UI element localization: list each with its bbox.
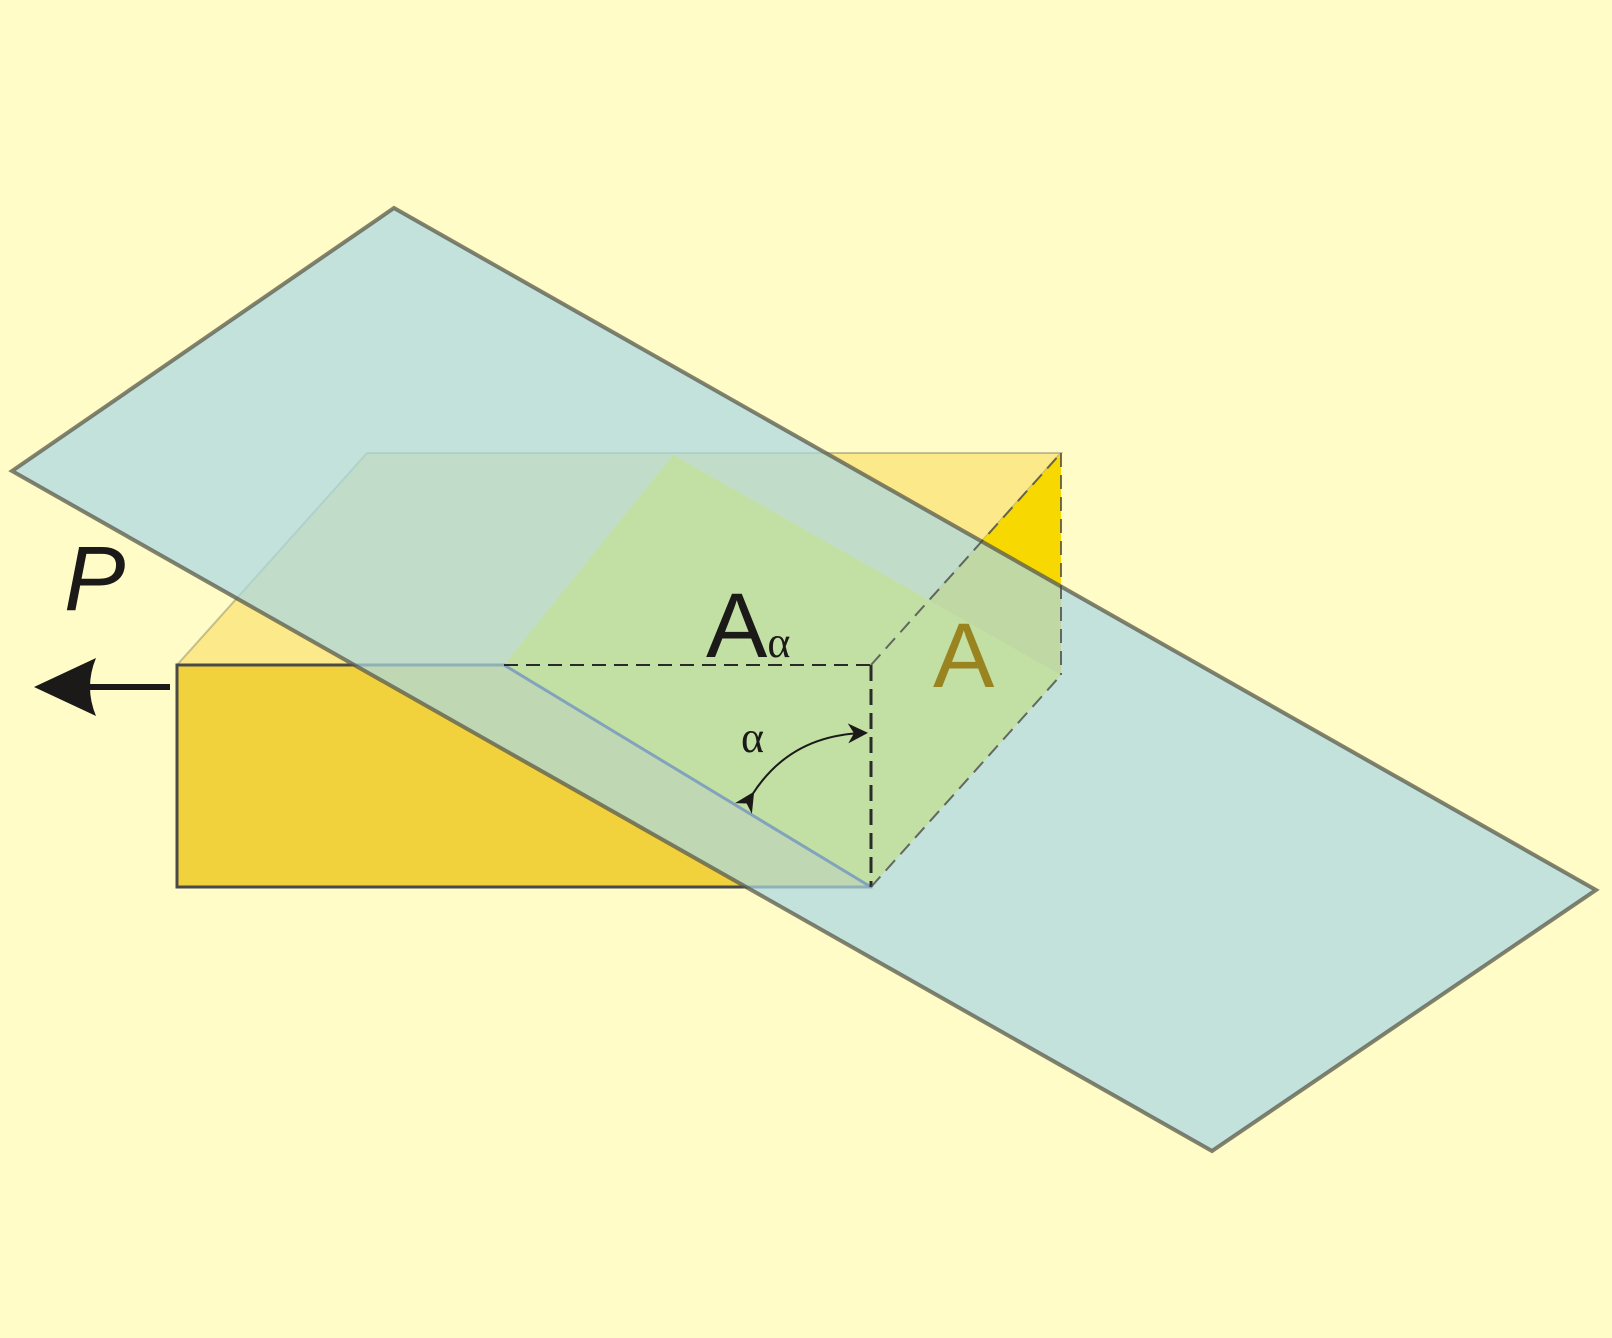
force-label: P [64, 528, 125, 630]
inclined-area-sub: α [767, 618, 790, 667]
angle-label: α [741, 713, 764, 762]
dashed-far-top-edge [870, 452, 1062, 666]
inclined-area-main: A [706, 575, 768, 677]
dashed-far-bottom-edge [870, 674, 1062, 888]
normal-area-label: A [933, 605, 995, 707]
cutting-plane [8, 205, 1600, 1154]
angle-arc-icon [734, 723, 868, 814]
inclined-area-label: Aα [706, 575, 790, 677]
arrow-left-head-icon [34, 658, 96, 716]
